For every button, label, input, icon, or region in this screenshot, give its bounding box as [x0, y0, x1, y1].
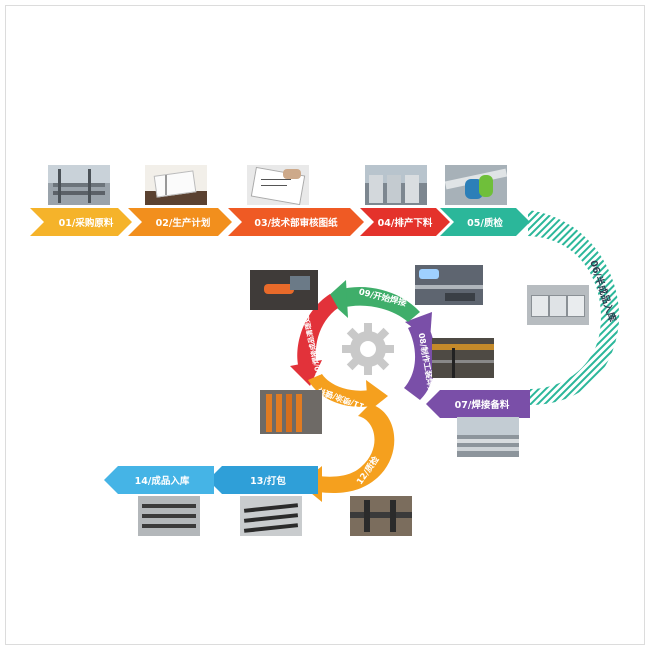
label-step-14: 14/成品入库 — [135, 475, 190, 487]
photo-production-plan — [145, 165, 207, 205]
photo-quality-check-2 — [350, 496, 412, 536]
arrow-step-12 — [318, 404, 395, 493]
arrow-step-01 — [30, 208, 132, 236]
arrow-step-09 — [338, 286, 420, 322]
gear-icon — [342, 323, 394, 375]
photo-drawing-review — [247, 165, 309, 205]
arrow-step-10-head — [290, 360, 322, 386]
photo-cleaning — [250, 270, 318, 310]
arrow-step-08-head — [405, 312, 432, 340]
arrow-step-08 — [404, 320, 436, 400]
arrow-step-11-head — [366, 380, 388, 412]
label-step-01: 01/采购原料 — [59, 217, 114, 229]
arrow-step-06 — [528, 210, 620, 405]
label-step-05: 05/质检 — [467, 217, 503, 229]
photo-packing — [240, 496, 302, 536]
photo-raw-materials — [48, 165, 110, 205]
arrow-step-10 — [297, 294, 338, 372]
photo-cutting — [365, 165, 427, 205]
arrow-step-03 — [228, 208, 364, 236]
arrow-step-05 — [440, 208, 530, 236]
arrow-step-13 — [208, 466, 318, 494]
label-step-07: 07/焊接备料 — [455, 399, 510, 411]
arrow-step-14 — [104, 466, 214, 494]
arrow-step-09-head — [326, 280, 348, 318]
frame — [5, 5, 645, 645]
arrow-step-04 — [360, 208, 450, 236]
arrow-step-02 — [128, 208, 232, 236]
photo-welding-fixture — [432, 338, 494, 378]
label-step-13: 13/打包 — [250, 475, 286, 487]
photo-coating — [260, 390, 322, 434]
photo-finished-storage — [138, 496, 200, 536]
photo-welding-prep — [457, 417, 519, 457]
label-step-04: 04/排产下料 — [378, 217, 433, 229]
label-step-03: 03/技术部审核图纸 — [254, 217, 338, 229]
photo-semi-finished-storage — [527, 285, 589, 325]
arrow-step-11 — [308, 374, 372, 407]
photo-welding-start — [415, 265, 483, 305]
arrow-step-07 — [426, 390, 530, 418]
photo-quality-check-1 — [445, 165, 507, 205]
label-step-02: 02/生产计划 — [156, 217, 211, 229]
